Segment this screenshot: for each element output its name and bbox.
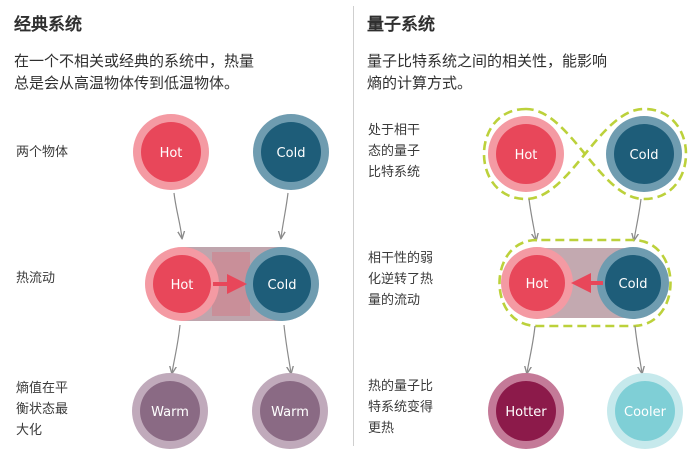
warm-label: Warm	[151, 405, 189, 420]
quantum-row1-label-line: 态的量子	[368, 144, 421, 159]
cold-label: Cold	[268, 278, 297, 293]
hotter-label: Hotter	[505, 405, 547, 420]
quantum-cooler-object: Cooler	[607, 373, 683, 449]
quantum-row1-label-line: 处于相干	[368, 123, 421, 138]
transition-arrow-icon	[634, 325, 642, 373]
cooler-label: Cooler	[624, 405, 667, 420]
classical-row3-label-line: 熵值在平	[16, 381, 69, 396]
quantum-description-line: 量子比特系统之间的相关性，能影响	[367, 52, 608, 70]
transition-arrow-icon	[634, 198, 642, 240]
classical-hot-object: Hot	[133, 114, 209, 190]
quantum-row2-label-line: 量的流动	[368, 293, 421, 308]
quantum-coherent-pair: Hot Cold	[482, 107, 688, 201]
quantum-title: 量子系统	[367, 15, 435, 35]
column-divider	[353, 6, 354, 446]
quantum-description-line: 熵的计算方式。	[367, 74, 473, 92]
classical-row2-label: 热流动	[16, 271, 56, 286]
quantum-hotter-object: Hotter	[488, 373, 564, 449]
transition-arrow-icon	[172, 324, 181, 373]
quantum-row1-label: 处于相干 态的量子 比特系统	[368, 120, 420, 183]
hot-label: Hot	[515, 148, 538, 163]
quantum-row3-label-line: 热的量子比	[368, 379, 434, 394]
classical-title: 经典系统	[14, 15, 82, 35]
classical-warm-object: Warm	[252, 373, 328, 449]
hot-label: Hot	[160, 146, 183, 161]
cold-label: Cold	[619, 277, 648, 292]
hot-label: Hot	[526, 277, 549, 292]
transition-arrow-icon	[527, 325, 536, 373]
classical-row3-label: 熵值在平 衡状态最 大化	[16, 378, 68, 441]
transition-arrow-icon	[528, 198, 536, 240]
warm-label: Warm	[271, 405, 309, 420]
classical-row3-label-line: 衡状态最	[16, 402, 69, 417]
quantum-row1-label-line: 比特系统	[368, 165, 421, 180]
classical-heat-flow: Hot Cold	[145, 247, 319, 321]
quantum-row2-label-line: 相干性的弱	[368, 251, 434, 266]
quantum-row3-label-line: 更热	[368, 421, 395, 436]
transition-arrow-icon	[281, 192, 289, 238]
classical-warm-object: Warm	[132, 373, 208, 449]
quantum-row2-label: 相干性的弱 化逆转了热 量的流动	[368, 248, 433, 311]
classical-description-line: 总是会从高温物体传到低温物体。	[14, 74, 240, 92]
transition-arrow-icon	[283, 324, 291, 373]
classical-description: 在一个不相关或经典的系统中，热量 总是会从高温物体传到低温物体。	[14, 50, 344, 94]
quantum-row2-label-line: 化逆转了热	[368, 272, 434, 287]
quantum-reversed-flow: Hot Cold	[498, 238, 672, 328]
cold-label: Cold	[630, 148, 659, 163]
classical-row3-label-line: 大化	[16, 423, 43, 438]
hot-label: Hot	[171, 278, 194, 293]
classical-row1-label: 两个物体	[16, 145, 69, 160]
quantum-row3-label: 热的量子比 特系统变得 更热	[368, 376, 433, 439]
quantum-row3-label-line: 特系统变得	[368, 400, 434, 415]
classical-description-line: 在一个不相关或经典的系统中，热量	[14, 52, 255, 70]
coherence-outline-icon	[498, 238, 672, 328]
coherence-outline-icon	[482, 107, 688, 201]
transition-arrow-icon	[173, 192, 182, 238]
classical-cold-object: Cold	[253, 114, 329, 190]
cold-label: Cold	[277, 146, 306, 161]
quantum-description: 量子比特系统之间的相关性，能影响 熵的计算方式。	[367, 50, 697, 94]
